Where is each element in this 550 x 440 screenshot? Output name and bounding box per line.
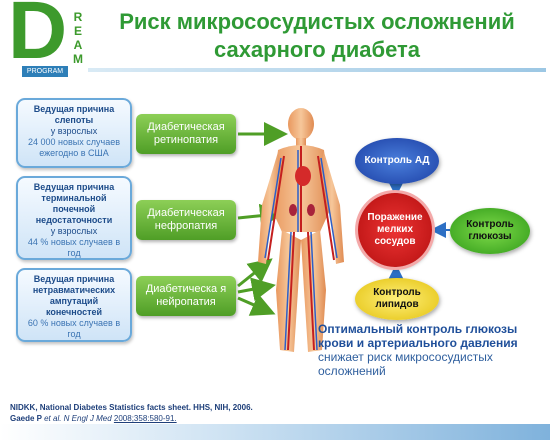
complication-nephropathy: Диабетическая нефропатия <box>136 200 236 240</box>
cause-heading: Ведущая причина нетравматических ампутац… <box>32 274 116 317</box>
logo-letter: D <box>8 0 68 76</box>
complication-retinopathy: Диабетическая ретинопатия <box>136 114 236 154</box>
microvascular-damage-circle: Поражение мелких сосудов <box>358 193 432 267</box>
title-line-2: сахарного диабета <box>213 37 421 62</box>
cause-box-blindness: Ведущая причина слепоты у взрослых 24 00… <box>16 98 132 168</box>
reference-2-journal: et al. N Engl J Med <box>44 414 114 423</box>
glucose-control-oval: Контроль глюкозы <box>450 208 530 254</box>
control-arrows <box>388 181 450 280</box>
reference-2-author: Gaede P <box>10 414 45 423</box>
cause-detail: у взрослых <box>50 226 98 236</box>
reference-2-citation: 2008;358:580-91. <box>113 414 177 423</box>
logo-program-label: PROGRAM <box>22 66 68 77</box>
reference-1: NIDKK, National Diabetes Statistics fact… <box>10 403 253 412</box>
cause-heading: Ведущая причина слепоты <box>33 104 115 125</box>
logo-side-text: R E A M <box>73 10 83 66</box>
cause-stat: 24 000 новых случаев ежегодно в США <box>28 137 120 158</box>
title-line-1: Риск микрососудистых осложнений <box>119 9 515 34</box>
summary-detail: снижает риск микрососудистых осложнений <box>318 350 493 378</box>
cause-box-amputation: Ведущая причина нетравматических ампутац… <box>16 268 132 342</box>
cause-stat: 44 % новых случаев в год <box>27 237 121 258</box>
summary-heading: Оптимальный контроль глюкозы крови и арт… <box>318 322 518 350</box>
cause-heading: Ведущая причина терминальной почечной не… <box>33 182 115 225</box>
references: NIDKK, National Diabetes Statistics fact… <box>10 402 310 424</box>
slide-title: Риск микрососудистых осложнений сахарног… <box>92 8 542 64</box>
cause-box-renal: Ведущая причина терминальной почечной не… <box>16 176 132 260</box>
title-divider <box>88 68 546 72</box>
cause-detail: у взрослых <box>50 126 98 136</box>
lipid-control-oval: Контроль липидов <box>355 278 439 320</box>
reference-2: Gaede P et al. N Engl J Med 2008;358:580… <box>10 413 310 424</box>
cause-stat: 60 % новых случаев в год <box>27 318 121 339</box>
summary-text: Оптимальный контроль глюкозы крови и арт… <box>318 322 546 378</box>
human-body-illustration <box>258 108 344 352</box>
dream-program-logo: D R E A M PROGRAM <box>8 0 88 80</box>
footer-band <box>0 424 550 440</box>
complication-neuropathy: Диабетическа я нейропатия <box>136 276 236 316</box>
bp-control-oval: Контроль АД <box>355 138 439 184</box>
